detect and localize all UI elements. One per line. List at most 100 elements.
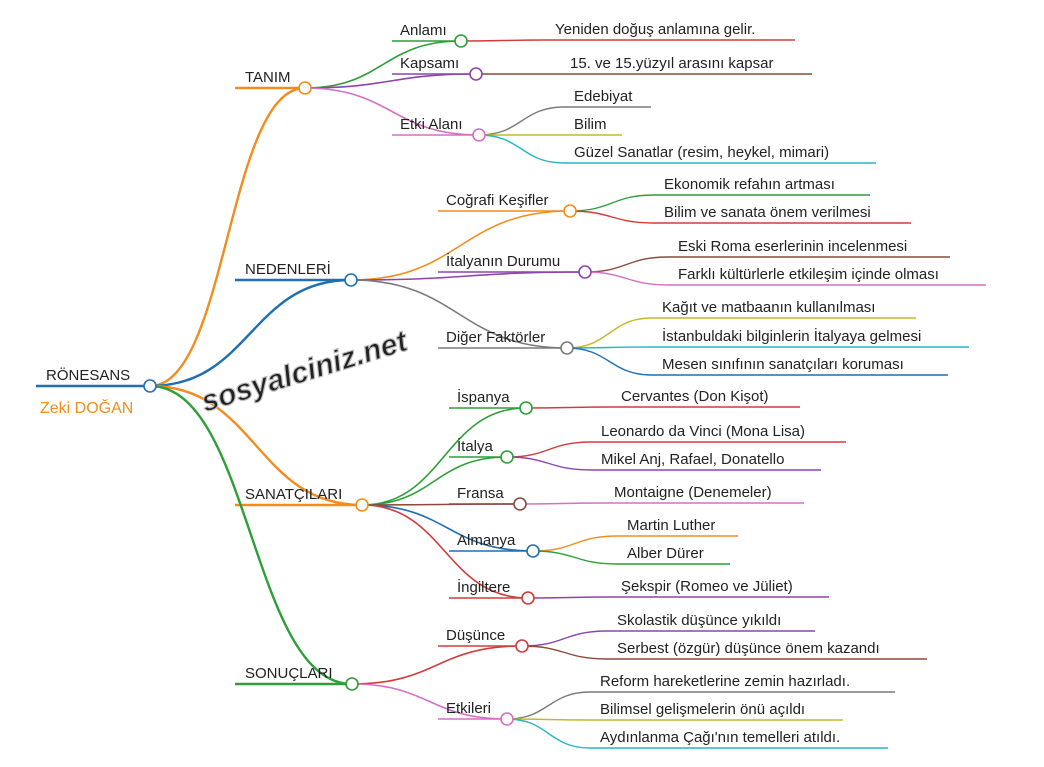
topic-label: İtalya (457, 437, 494, 455)
topic-node[interactable] (521, 591, 535, 605)
topic-node[interactable] (469, 67, 483, 81)
topic-node[interactable] (472, 128, 486, 142)
leaf-connector (525, 406, 612, 409)
leaf-connector (506, 456, 592, 471)
leaf-connector (521, 630, 608, 647)
branch-connector (149, 86, 306, 388)
topic-connector (351, 683, 508, 720)
branch-label: SONUÇLARI (245, 665, 333, 682)
leaf-label: Serbest (özgür) düşünce önem kazandı (617, 640, 880, 657)
topic-connector (350, 271, 586, 281)
leaf-connector (584, 271, 669, 286)
topic-node[interactable] (560, 341, 574, 355)
leaf-label: 15. ve 15.yüzyıl arasını kapsar (570, 55, 773, 72)
leaf-connector (478, 134, 565, 164)
leaf-label: Leonardo da Vinci (Mona Lisa) (601, 423, 805, 440)
leaf-label: Bilim (574, 116, 607, 133)
leaf-connector (584, 256, 669, 273)
branch-connector (149, 384, 353, 686)
leaf-label: Martin Luther (627, 517, 715, 534)
leaf-label: Kağıt ve matbaanın kullanılması (662, 299, 875, 316)
leaf-connector (566, 317, 653, 349)
leaf-label: Cervantes (Don Kişot) (621, 388, 769, 405)
branch-node[interactable] (355, 498, 369, 512)
leaf-label: Aydınlanma Çağı'nın temelleri atıldı. (600, 729, 840, 746)
leaf-connector (460, 39, 546, 42)
leaf-label: Ekonomik refahın artması (664, 176, 835, 193)
topic-node[interactable] (563, 204, 577, 218)
leaf-label: Bilimsel gelişmelerin önü açıldı (600, 701, 805, 718)
topic-label: Anlamı (400, 22, 447, 39)
leaf-label: İstanbuldaki bilginlerin İtalyaya gelmes… (662, 327, 921, 345)
leaf-connector (506, 718, 591, 749)
branch-node[interactable] (345, 677, 359, 691)
branch-connector (149, 278, 352, 388)
topic-label: Fransa (457, 485, 504, 502)
leaf-label: Montaigne (Denemeler) (614, 484, 772, 501)
leaf-connector (506, 691, 591, 720)
branch-label: TANIM (245, 69, 291, 86)
topic-connector (361, 504, 529, 599)
leaf-connector (478, 106, 565, 136)
topic-label: Almanya (457, 532, 516, 549)
leaf-connector (521, 645, 608, 660)
topic-connector (304, 40, 462, 89)
topic-label: Coğrafi Keşifler (446, 192, 549, 209)
leaf-connector (566, 346, 653, 349)
leaf-label: Mikel Anj, Rafael, Donatello (601, 451, 784, 468)
topic-label: Etkileri (446, 700, 491, 717)
leaf-label: Farklı kültürlerle etkileşim içinde olma… (678, 266, 939, 283)
leaf-connector (506, 441, 592, 458)
nodes: RÖNESANS Zeki DOĞAN TANIM Anlamı Yeniden doğ… (40, 21, 939, 746)
leaf-label: Reform hareketlerine zemin hazırladı. (600, 673, 850, 690)
topic-connector (304, 87, 480, 136)
topic-node[interactable] (519, 401, 533, 415)
topic-label: Etki Alanı (400, 116, 463, 133)
topic-label: İspanya (457, 388, 510, 406)
topic-label: İngiltere (457, 578, 510, 596)
leaf-connector (569, 194, 655, 212)
topic-connector (351, 645, 523, 685)
topic-connector (361, 407, 527, 506)
topic-connector (350, 279, 568, 349)
leaf-label: Edebiyat (574, 88, 633, 105)
branch-connector (149, 384, 363, 507)
topic-node[interactable] (454, 34, 468, 48)
leaf-label: Şekspir (Romeo ve Jüliet) (621, 578, 793, 595)
branch-node[interactable] (344, 273, 358, 287)
topic-node[interactable] (578, 265, 592, 279)
leaf-connector (519, 502, 605, 505)
author-label: Zeki DOĞAN (40, 398, 133, 417)
topic-label: Düşünce (446, 627, 505, 644)
leaf-connector (569, 210, 655, 224)
root-label: RÖNESANS (46, 366, 130, 384)
connectors (36, 39, 986, 749)
topic-label: Kapsamı (400, 55, 459, 72)
leaf-label: Mesen sınıfının sanatçıları koruması (662, 356, 904, 373)
topic-connector (361, 456, 508, 506)
leaf-connector (532, 550, 618, 565)
leaf-connector (566, 347, 653, 376)
watermark: sosyalciniz.net (197, 324, 413, 419)
topic-node[interactable] (500, 450, 514, 464)
leaf-label: Yeniden doğuş anlamına gelir. (555, 21, 755, 38)
leaf-label: Eski Roma eserlerinin incelenmesi (678, 238, 907, 255)
topic-node[interactable] (515, 639, 529, 653)
branch-label: SANATÇILARI (245, 486, 342, 503)
topic-node[interactable] (513, 497, 527, 511)
leaf-connector (527, 596, 612, 599)
topic-label: Diğer Faktörler (446, 329, 545, 346)
leaf-label: Güzel Sanatlar (resim, heykel, mimari) (574, 144, 829, 161)
branch-label: NEDENLERİ (245, 260, 331, 278)
leaf-connector (532, 535, 618, 552)
leaf-label: Skolastik düşünce yıkıldı (617, 612, 781, 629)
topic-node[interactable] (500, 712, 514, 726)
topic-connector (350, 210, 571, 281)
leaf-label: Alber Dürer (627, 545, 704, 562)
branch-node[interactable] (298, 81, 312, 95)
topic-node[interactable] (526, 544, 540, 558)
root-node[interactable] (143, 379, 157, 393)
topic-label: İtalyanın Durumu (446, 252, 560, 270)
topic-connector (361, 504, 534, 552)
